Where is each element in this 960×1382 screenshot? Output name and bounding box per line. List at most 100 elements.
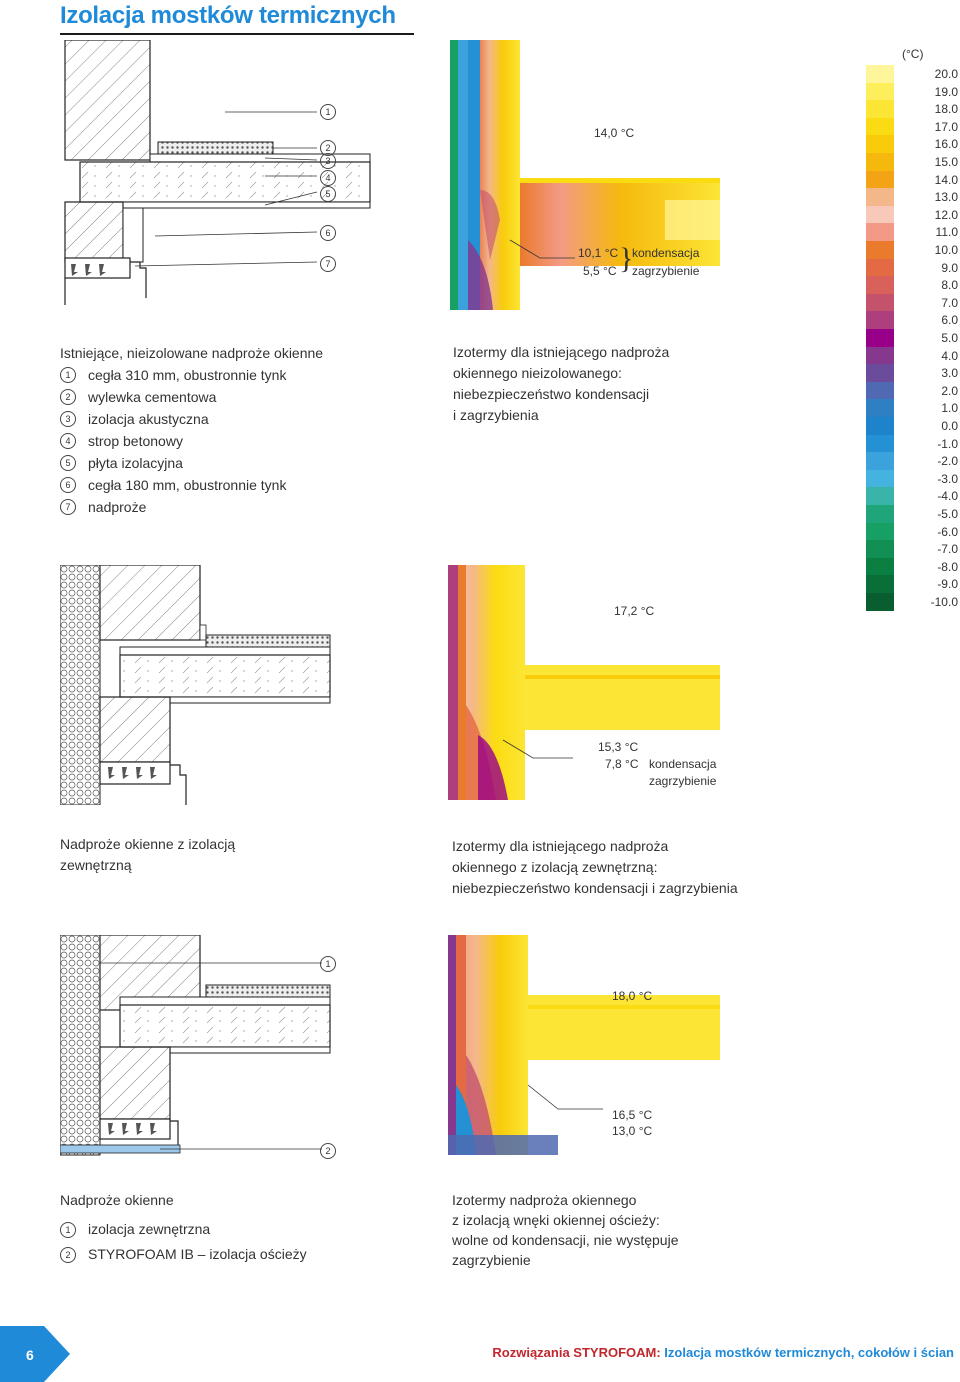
scale-label: 11.0 xyxy=(935,225,958,240)
scale-label: 2.0 xyxy=(941,383,958,398)
scale-swatch xyxy=(866,399,894,418)
caption-line: Izotermy dla istniejącego nadproża xyxy=(452,838,669,854)
scale-label: 4.0 xyxy=(941,348,958,363)
caption-line: wolne od kondensacji, nie występuje xyxy=(452,1232,679,1248)
scale-label: 9.0 xyxy=(941,260,958,275)
scale-swatch xyxy=(866,452,894,471)
legend-num: 1 xyxy=(60,367,76,383)
legend-heading: Nadproże okienne xyxy=(60,1192,174,1208)
iso1-temp-a: 10,1 °C xyxy=(578,246,619,260)
legend-item: wylewka cementowa xyxy=(88,389,217,405)
callout-6: 6 xyxy=(320,225,336,241)
scale-swatch xyxy=(866,417,894,436)
legend-item: izolacja akustyczna xyxy=(88,411,209,427)
scale-label: 17.0 xyxy=(934,119,958,134)
iso1-temp-top: 14,0 °C xyxy=(594,126,635,140)
scale-swatch xyxy=(866,258,894,277)
caption-line: niebezpieczeństwo kondensacji xyxy=(453,386,650,402)
footer-text: Rozwiązania STYROFOAM: Izolacja mostków … xyxy=(492,1345,954,1360)
scale-label: -3.0 xyxy=(937,471,958,486)
brace-icon: } xyxy=(619,242,634,275)
callout-1: 1 xyxy=(320,956,336,972)
scale-swatch xyxy=(866,188,894,207)
legend-item: strop betonowy xyxy=(88,433,183,449)
callout-1: 1 xyxy=(320,104,336,120)
page-number-badge: 6 xyxy=(0,1326,70,1382)
scale-swatch xyxy=(866,522,894,541)
legend-item: nadproże xyxy=(88,499,147,515)
scale-swatch xyxy=(866,434,894,453)
scale-label: 1.0 xyxy=(941,401,958,416)
scale-swatch xyxy=(866,329,894,348)
scale-label: -1.0 xyxy=(937,436,958,451)
legend-item: cegła 310 mm, obustronnie tynk xyxy=(88,367,287,383)
scale-label: -6.0 xyxy=(937,524,958,539)
title-underline xyxy=(60,33,414,35)
scale-swatch xyxy=(866,364,894,383)
legend-num: 7 xyxy=(60,499,76,515)
diagram-existing-lintel xyxy=(64,40,371,305)
scale-label: -8.0 xyxy=(937,559,958,574)
caption-line: niebezpieczeństwo kondensacji i zagrzybi… xyxy=(452,880,738,896)
legend-num: 2 xyxy=(60,1246,76,1263)
caption-line: Izotermy nadproża okiennego xyxy=(452,1192,637,1208)
legend-num: 3 xyxy=(60,411,76,427)
legend-item: płyta izolacyjna xyxy=(88,455,183,471)
iso1-note-a: kondensacja xyxy=(632,246,700,260)
caption-line: i zagrzybienia xyxy=(453,407,539,423)
scale-swatch xyxy=(866,505,894,524)
caption-line: Izotermy dla istniejącego nadproża xyxy=(453,344,670,360)
scale-swatch xyxy=(866,205,894,224)
scale-swatch xyxy=(866,100,894,119)
scale-swatch xyxy=(866,381,894,400)
scale-swatch xyxy=(866,241,894,260)
scale-label: -5.0 xyxy=(937,507,958,521)
iso3-temp-top: 18,0 °C xyxy=(612,989,653,1003)
scale-label: 5.0 xyxy=(941,331,958,345)
scale-swatch xyxy=(866,311,894,330)
scale-swatch xyxy=(866,135,894,154)
footer-brand: Rozwiązania STYROFOAM: xyxy=(492,1345,661,1360)
scale-swatch xyxy=(866,170,894,189)
iso3-temp-b: 13,0 °C xyxy=(612,1124,653,1138)
callout-4: 4 xyxy=(320,170,336,186)
caption-line: z izolacją wnęki okiennej ościeży: xyxy=(452,1212,660,1228)
legend-num: 4 xyxy=(60,433,76,449)
scale-label: 8.0 xyxy=(941,278,958,293)
iso2-temp-b: 7,8 °C xyxy=(605,757,639,771)
caption-line: zewnętrzną xyxy=(60,857,132,873)
legend-num: 5 xyxy=(60,455,76,471)
iso1-caption: Izotermy dla istniejącego nadproża okien… xyxy=(453,342,713,426)
callout-3: 3 xyxy=(320,153,336,169)
legend-heading: Istniejące, nieizolowane nadproże okienn… xyxy=(60,345,324,361)
scale-swatch xyxy=(866,593,894,612)
iso2-caption: Izotermy dla istniejącego nadproża okien… xyxy=(452,836,772,899)
isotherm-reveal-insulation xyxy=(448,935,720,1155)
scale-label: -2.0 xyxy=(937,454,958,469)
callout-7: 7 xyxy=(320,256,336,272)
iso2-note-a: kondensacja xyxy=(649,757,717,771)
footer-rest: Izolacja mostków termicznych, cokołów i … xyxy=(660,1345,954,1360)
scale-label: 16.0 xyxy=(934,137,958,152)
callout-2: 2 xyxy=(320,1143,336,1159)
scale-swatch xyxy=(866,117,894,136)
scale-swatch xyxy=(866,82,894,101)
scale-swatch xyxy=(866,469,894,488)
isotherm-external-insulation xyxy=(448,565,720,800)
section2-caption: Nadproże okienne z izolacją zewnętrzną xyxy=(60,834,360,876)
scale-label: 20.0 xyxy=(934,67,958,81)
scale-swatch xyxy=(866,487,894,506)
caption-line: zagrzybienie xyxy=(452,1252,531,1268)
caption-line: okiennego nieizolowanego: xyxy=(453,365,622,381)
isotherm-existing-lintel xyxy=(450,40,720,310)
iso3-temp-a: 16,5 °C xyxy=(612,1108,653,1122)
caption-line: Nadproże okienne z izolacją xyxy=(60,836,236,852)
scale-swatch xyxy=(866,346,894,365)
scale-label: 6.0 xyxy=(941,313,958,328)
scale-label: -10.0 xyxy=(930,595,958,609)
iso2-note-b: zagrzybienie xyxy=(649,774,717,788)
diagram-reveal-insulation xyxy=(60,935,331,1156)
scale-swatch xyxy=(866,223,894,242)
diagram-external-insulation xyxy=(60,565,331,805)
